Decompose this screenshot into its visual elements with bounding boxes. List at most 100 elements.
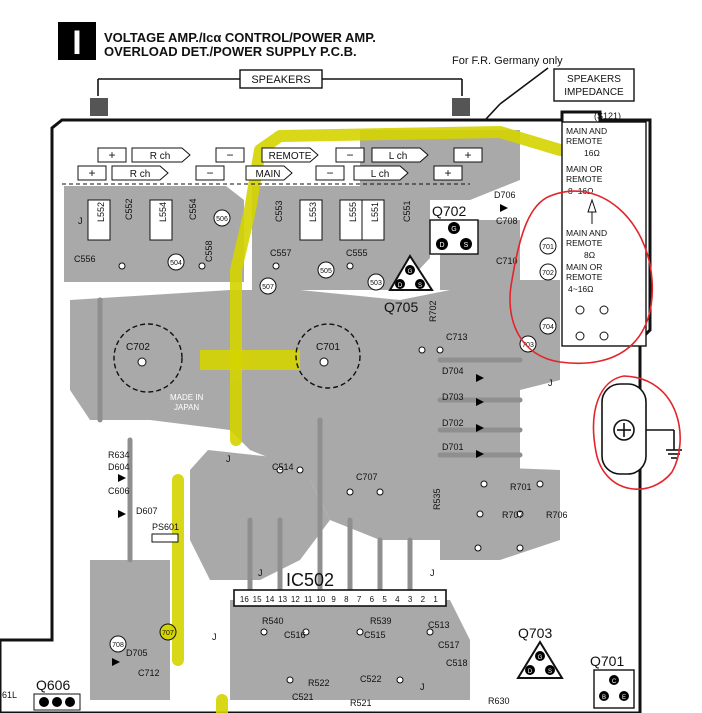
impedance-selector: MAIN AND REMOTE 16Ω MAIN OR REMOTE 8~16Ω… bbox=[561, 121, 647, 347]
ic502: IC502 bbox=[233, 570, 447, 607]
svg-text:REMOTE: REMOTE bbox=[566, 136, 603, 146]
vias bbox=[118, 262, 544, 684]
svg-text:C702: C702 bbox=[126, 342, 150, 353]
svg-text:L552: L552 bbox=[96, 202, 106, 222]
ic502-pin-10: 10 bbox=[316, 595, 325, 604]
ic502-pin-5: 5 bbox=[382, 595, 387, 604]
svg-text:S: S bbox=[418, 283, 422, 289]
svg-text:L551: L551 bbox=[370, 202, 380, 222]
svg-text:Q606: Q606 bbox=[36, 677, 70, 693]
section-mark: I bbox=[72, 24, 81, 62]
ic502-pin-7: 7 bbox=[357, 595, 362, 604]
s121-label: (S121) bbox=[594, 111, 621, 121]
svg-text:G: G bbox=[538, 655, 543, 661]
c702-capacitor: C702 bbox=[113, 323, 183, 393]
svg-text:C707: C707 bbox=[356, 472, 378, 482]
jumper-marks: J J J J J J J bbox=[78, 216, 553, 692]
svg-text:R535: R535 bbox=[432, 488, 442, 510]
svg-text:−: − bbox=[206, 166, 213, 180]
svg-text:R630: R630 bbox=[488, 696, 510, 706]
ic502-pin-1: 1 bbox=[433, 595, 438, 604]
q703-transistor: Q703 G D S bbox=[516, 625, 564, 679]
svg-text:C556: C556 bbox=[74, 254, 96, 264]
svg-text:Q702: Q702 bbox=[432, 203, 466, 219]
svg-text:+: + bbox=[444, 166, 451, 180]
svg-text:J: J bbox=[420, 682, 425, 692]
svg-text:L554: L554 bbox=[158, 202, 168, 222]
copper-pours bbox=[64, 130, 560, 700]
svg-text:J: J bbox=[258, 568, 263, 578]
svg-text:C708: C708 bbox=[496, 216, 518, 226]
svg-text:R539: R539 bbox=[370, 616, 392, 626]
speaker-terminal-post-left bbox=[90, 98, 108, 116]
svg-text:D704: D704 bbox=[442, 366, 464, 376]
svg-text:708: 708 bbox=[112, 642, 124, 649]
svg-text:R540: R540 bbox=[262, 616, 284, 626]
rch-bottom-label: R ch bbox=[130, 169, 151, 180]
speakers-impedance-label-2: IMPEDANCE bbox=[564, 87, 624, 98]
ic502-pin-12: 12 bbox=[291, 595, 300, 604]
terminal-row-bottom: + R ch − MAIN − L ch + bbox=[77, 165, 463, 181]
rch-top-label: R ch bbox=[150, 151, 171, 162]
svg-text:C558: C558 bbox=[204, 240, 214, 262]
q606-transistor: Q606 bbox=[33, 677, 81, 711]
speakers-impedance-box bbox=[553, 68, 635, 102]
svg-text:704: 704 bbox=[542, 324, 554, 331]
svg-text:C551: C551 bbox=[402, 200, 412, 222]
svg-text:R702: R702 bbox=[428, 300, 438, 322]
svg-text:C553: C553 bbox=[274, 200, 284, 222]
svg-text:C713: C713 bbox=[446, 332, 468, 342]
page-title-line2: OVERLOAD DET./POWER SUPPLY P.C.B. bbox=[104, 44, 357, 59]
svg-text:702: 702 bbox=[542, 270, 554, 277]
svg-text:C555: C555 bbox=[346, 248, 368, 258]
svg-text:C518: C518 bbox=[446, 658, 468, 668]
svg-text:C513: C513 bbox=[428, 620, 450, 630]
svg-text:D: D bbox=[528, 669, 533, 675]
svg-text:503: 503 bbox=[370, 280, 382, 287]
svg-text:C514: C514 bbox=[272, 462, 294, 472]
svg-text:+: + bbox=[464, 148, 471, 162]
pcb-traces bbox=[97, 297, 523, 603]
ic502-pin-11: 11 bbox=[304, 595, 313, 604]
svg-text:L553: L553 bbox=[308, 202, 318, 222]
svg-text:R522: R522 bbox=[308, 678, 330, 688]
lch-top-label: L ch bbox=[389, 151, 408, 162]
annotation-loop-screw bbox=[592, 375, 681, 490]
protection-circuit: R634 D604 C606 D607 PS601 bbox=[108, 450, 179, 543]
ic502-pin-8: 8 bbox=[344, 595, 349, 604]
svg-text:D706: D706 bbox=[494, 190, 516, 200]
svg-text:MAIN OR: MAIN OR bbox=[566, 262, 602, 272]
svg-text:MAIN AND: MAIN AND bbox=[566, 228, 607, 238]
svg-text:C701: C701 bbox=[316, 342, 340, 353]
svg-text:C710: C710 bbox=[496, 256, 518, 266]
highlight-bar bbox=[200, 350, 300, 370]
svg-text:C522: C522 bbox=[360, 674, 382, 684]
svg-text:−: − bbox=[346, 148, 353, 162]
svg-text:Q701: Q701 bbox=[590, 653, 624, 669]
svg-text:4~16Ω: 4~16Ω bbox=[568, 284, 594, 294]
svg-text:R521: R521 bbox=[350, 698, 372, 708]
bottom-parts: R540 C516 R539 C515 C513 C517 C518 R522 … bbox=[2, 616, 510, 708]
center-parts: C514 C707 R535 R701 R707 R706 bbox=[272, 462, 568, 520]
c701-capacitor: C701 bbox=[295, 323, 361, 389]
svg-text:R707: R707 bbox=[502, 510, 524, 520]
ic502-pin-15: 15 bbox=[253, 595, 262, 604]
svg-text:D705: D705 bbox=[126, 648, 148, 658]
section-mark-box bbox=[58, 22, 96, 60]
output-filter-left: L552 C552 L554 C554 C556 C558 bbox=[74, 198, 214, 264]
output-filter-right: C553 L553 L555 L551 C551 C557 C555 bbox=[270, 199, 412, 258]
ic502-pin-2: 2 bbox=[421, 595, 426, 604]
ic502-pin-6: 6 bbox=[370, 595, 375, 604]
svg-text:D604: D604 bbox=[108, 462, 130, 472]
speakers-impedance-label-1: SPEAKERS bbox=[567, 74, 621, 85]
page-title-line1: VOLTAGE AMP./Icα CONTROL/POWER AMP. bbox=[104, 30, 376, 45]
q702-transistor: Q702 G D S bbox=[429, 203, 479, 255]
ic502-pin-14: 14 bbox=[265, 595, 274, 604]
svg-text:C606: C606 bbox=[108, 486, 130, 496]
svg-text:R634: R634 bbox=[108, 450, 130, 460]
svg-text:507: 507 bbox=[262, 284, 274, 291]
svg-text:Q705: Q705 bbox=[384, 299, 418, 315]
svg-text:D702: D702 bbox=[442, 418, 464, 428]
svg-text:J: J bbox=[78, 216, 83, 226]
